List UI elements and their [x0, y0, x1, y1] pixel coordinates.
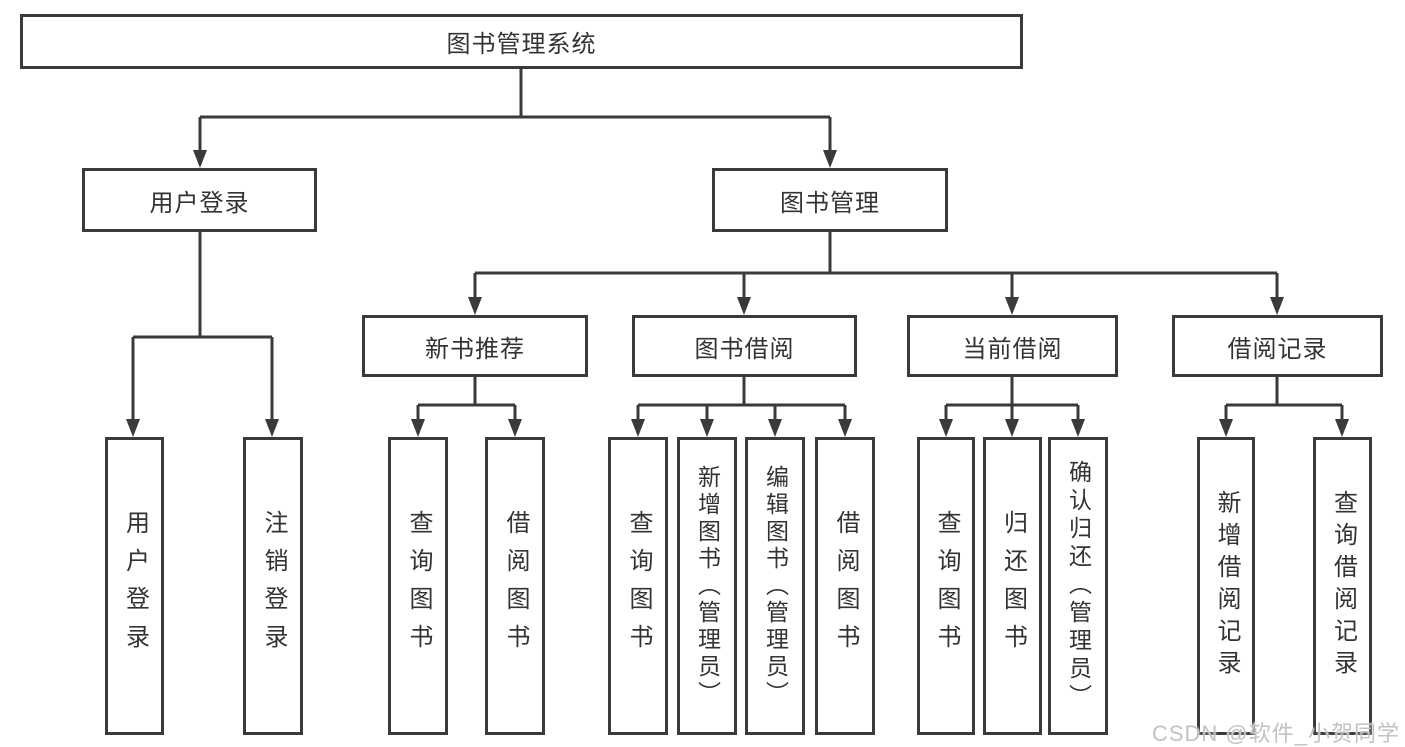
leaf-logout: 注销登录 [243, 437, 303, 735]
leaf-query-books-current: 查询图书 [917, 437, 975, 735]
node-root-label: 图书管理系统 [446, 31, 597, 58]
node-book-management-label: 图书管理 [780, 189, 880, 217]
leaf-confirm-return-admin-label: 确认归还（管理员） [1065, 460, 1092, 712]
leaf-add-books-admin: 新增图书（管理员） [677, 437, 737, 735]
node-borrowing-records-label: 借阅记录 [1227, 335, 1328, 363]
node-root: 图书管理系统 [20, 14, 1023, 69]
node-book-borrowing-label: 图书借阅 [694, 335, 795, 363]
leaf-query-books-borrowing: 查询图书 [608, 437, 668, 735]
leaf-borrow-books: 借阅图书 [815, 437, 875, 735]
node-book-borrowing: 图书借阅 [632, 315, 857, 377]
leaf-borrow-books-recommend-label: 借阅图书 [502, 510, 529, 662]
node-new-book-recommend: 新书推荐 [362, 315, 588, 377]
leaf-logout-label: 注销登录 [260, 510, 287, 662]
leaf-edit-books-admin-label: 编辑图书（管理员） [762, 464, 789, 708]
leaf-user-login-label: 用户登录 [121, 510, 149, 662]
csdn-watermark: CSDN @软件_小贺同学 [1151, 721, 1400, 746]
leaf-confirm-return-admin: 确认归还（管理员） [1048, 437, 1108, 735]
leaf-borrow-books-label: 借阅图书 [832, 510, 859, 662]
arrowheads [126, 150, 1349, 437]
leaf-query-borrow-record-label: 查询借阅记录 [1329, 490, 1357, 682]
leaf-query-books-recommend-label: 查询图书 [405, 510, 432, 662]
leaf-borrow-books-recommend: 借阅图书 [485, 437, 545, 735]
leaf-add-borrow-record: 新增借阅记录 [1197, 437, 1255, 735]
node-borrowing-records: 借阅记录 [1172, 315, 1383, 377]
node-new-book-recommend-label: 新书推荐 [425, 335, 525, 363]
node-current-borrowing-label: 当前借阅 [962, 335, 1063, 363]
node-user-login-label: 用户登录 [149, 189, 250, 217]
leaf-query-books-borrowing-label: 查询图书 [625, 510, 652, 662]
node-current-borrowing: 当前借阅 [907, 315, 1118, 377]
leaf-add-borrow-record-label: 新增借阅记录 [1213, 490, 1240, 682]
leaf-query-books-current-label: 查询图书 [933, 510, 960, 662]
leaf-user-login: 用户登录 [105, 437, 164, 735]
leaf-query-borrow-record: 查询借阅记录 [1313, 437, 1372, 735]
node-user-login: 用户登录 [82, 168, 317, 232]
leaf-return-books: 归还图书 [983, 437, 1042, 735]
leaf-add-books-admin-label: 新增图书（管理员） [694, 464, 721, 708]
tree-edges [131, 69, 1344, 420]
leaf-query-books-recommend: 查询图书 [388, 437, 448, 735]
node-book-management: 图书管理 [712, 168, 948, 232]
leaf-return-books-label: 归还图书 [999, 510, 1027, 662]
leaf-edit-books-admin: 编辑图书（管理员） [745, 437, 805, 735]
